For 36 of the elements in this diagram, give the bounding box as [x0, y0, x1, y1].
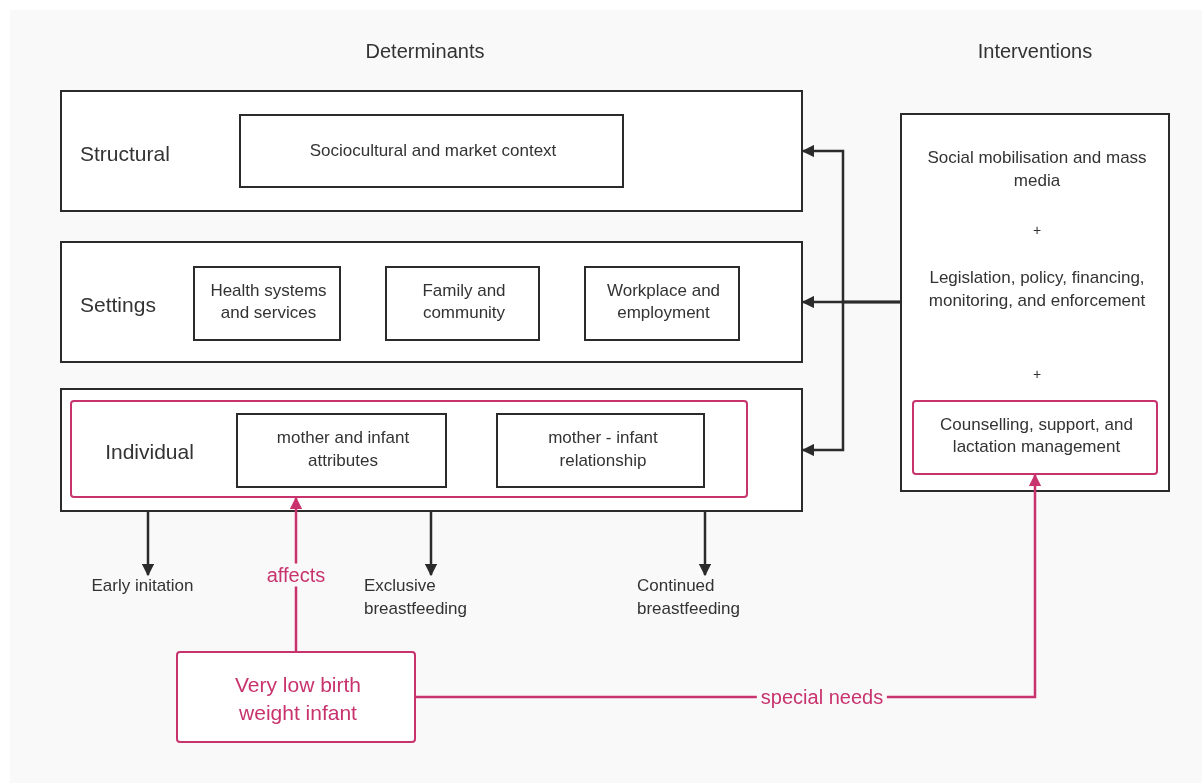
factor-box [496, 413, 705, 488]
column-heading: Interventions [976, 40, 1094, 63]
factor-box [583, 265, 740, 341]
factor-box [238, 113, 624, 188]
node-text: Very low birth weight infant [233, 672, 363, 727]
factor-box [384, 265, 540, 341]
arrow [141, 512, 155, 577]
band-label: Structural [80, 141, 171, 167]
node-text: Counselling, support, and lactation management [939, 413, 1134, 459]
factor-box [192, 265, 341, 341]
node-text: mother and infant attributes [275, 427, 411, 472]
node-text: Social mobilisation and mass media [926, 147, 1148, 192]
plus-sign: + [1031, 221, 1043, 240]
node-text: Workplace and employment [605, 279, 722, 325]
node-text: mother - infant relationship [547, 427, 659, 472]
outcome-label: Continued breastfeeding [637, 575, 742, 620]
highlight-box [911, 399, 1158, 475]
node-text: Sociocultural and market context [308, 139, 558, 162]
factor-box [236, 413, 447, 488]
highlight-box [176, 651, 416, 743]
factor-box [900, 113, 1170, 492]
node-text: Health systems and services [209, 279, 328, 325]
category-band [60, 241, 803, 363]
category-band [60, 90, 803, 212]
node-text: Family and community [421, 279, 507, 325]
column-heading: Determinants [364, 40, 486, 63]
arrow [424, 512, 438, 577]
outcome-label: Early initation [90, 575, 195, 597]
arrow [698, 512, 712, 577]
highlight-box [69, 399, 748, 498]
band-label: Settings [80, 292, 157, 318]
node-text: Legislation, policy, financing, monitoring, and enforcement [927, 267, 1147, 312]
outcome-label: Exclusive breastfeeding [364, 575, 469, 620]
plus-sign: + [1031, 365, 1043, 384]
node-text: Individual [104, 438, 195, 465]
category-band [60, 388, 803, 512]
